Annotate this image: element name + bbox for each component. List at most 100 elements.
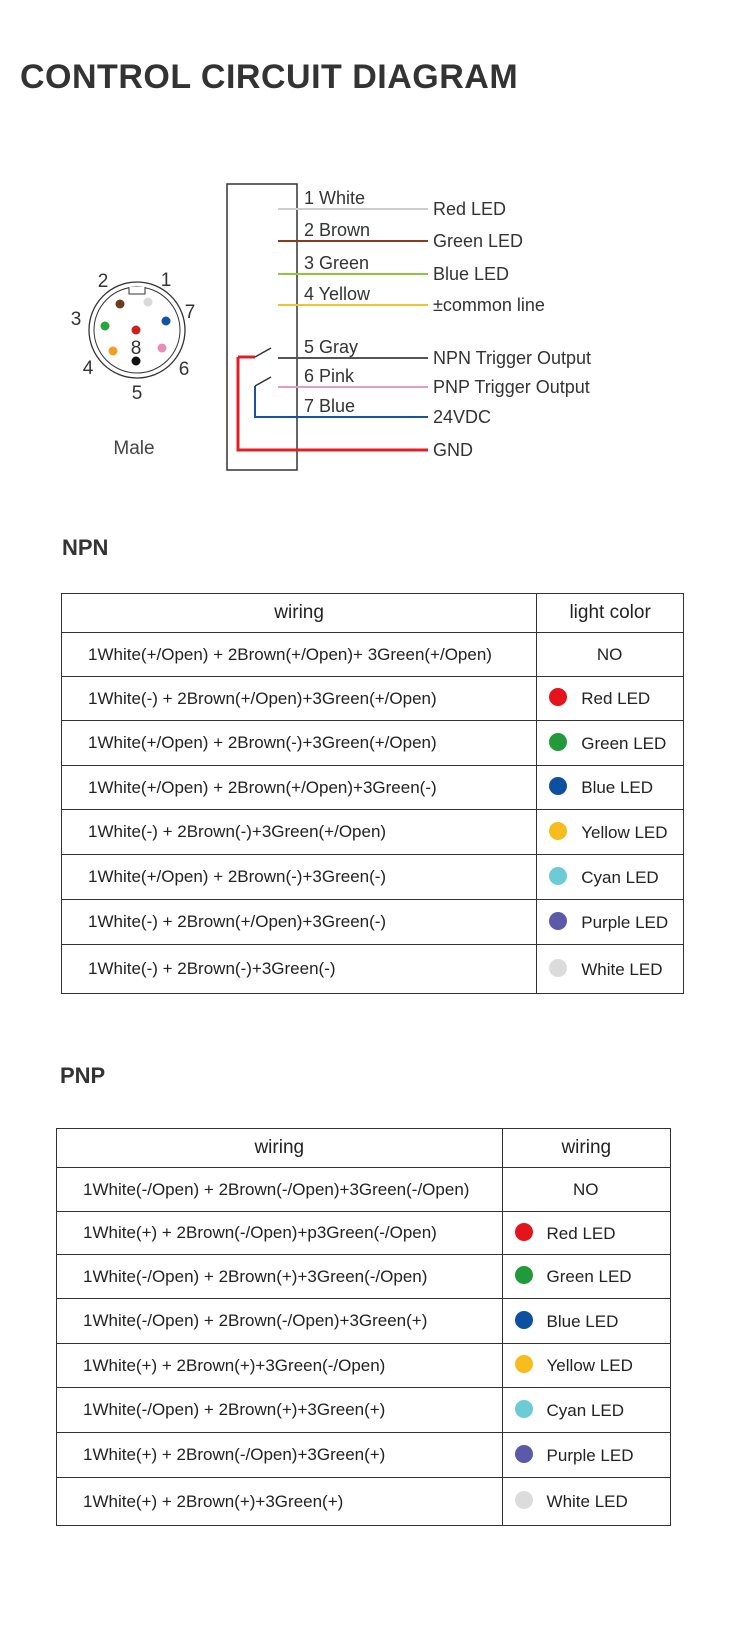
pnp-row: 1White(-/Open) + 2Brown(+)+3Green(-/Open… <box>56 1254 672 1299</box>
npn-row: 1White(-) + 2Brown(+/Open)+3Green(-) Purp… <box>60 899 684 945</box>
led-color-dot <box>549 821 568 840</box>
pnp-row-light-label: Green LED <box>546 1267 632 1286</box>
wire-7-name: 7 Blue <box>304 396 355 416</box>
pnp-row-wiring: 1White(-/Open) + 2Brown(+)+3Green(-/Open… <box>56 1254 503 1299</box>
pnp-row-light: Cyan LED <box>501 1387 672 1433</box>
pin-1-dot <box>143 297 153 307</box>
npn-row-light: Red LED <box>536 676 684 721</box>
wire-6-function: PNP Trigger Output <box>433 377 590 397</box>
pin-8-dot <box>131 325 141 335</box>
pnp-row-light-label: White LED <box>546 1492 628 1511</box>
pnp-row-wiring: 1White(+) + 2Brown(+)+3Green(-/Open) <box>56 1343 503 1388</box>
npn-row-light-label: Cyan LED <box>581 867 659 887</box>
pnp-row-light-label: Blue LED <box>546 1311 619 1331</box>
pnp-row: 1White(-/Open) + 2Brown(-/Open)+3Green(-… <box>56 1167 672 1212</box>
led-color-dot <box>549 777 568 795</box>
npn-row-light-label: Green LED <box>581 733 667 753</box>
npn-row: 1White(+/Open) + 2Brown(-)+3Green(+/Open… <box>60 720 684 766</box>
npn-wiring-table: wiring light color 1White(+/Open) + 2Bro… <box>60 593 684 994</box>
wire-4-function: ±common line <box>433 295 545 315</box>
pnp-row-light: Red LED <box>501 1211 672 1255</box>
pnp-row-wiring: 1White(-/Open) + 2Brown(-/Open)+3Green(-… <box>56 1167 503 1212</box>
wire-3-function: Blue LED <box>433 264 509 284</box>
wire-4-name: 4 Yellow <box>304 284 371 304</box>
pnp-row-light-label: Cyan LED <box>546 1400 625 1420</box>
led-color-dot <box>549 911 568 930</box>
npn-row: 1White(+/Open) + 2Brown(+/Open)+ 3Green(… <box>60 632 684 677</box>
pin-5-dot <box>131 356 141 366</box>
npn-row-light: Purple LED <box>536 899 684 945</box>
pnp-row-wiring: 1White(+) + 2Brown(-/Open)+3Green(+) <box>56 1432 503 1478</box>
npn-row-wiring: 1White(-) + 2Brown(-)+3Green(-) <box>60 944 538 994</box>
pin-6-dot <box>157 343 167 353</box>
pnp-header-wiring: wiring <box>56 1128 503 1168</box>
npn-row-light-label: NO <box>596 644 623 664</box>
pnp-row-light: Green LED <box>501 1254 672 1299</box>
pnp-row: 1White(+) + 2Brown(+)+3Green(+) White LED <box>56 1477 672 1526</box>
pin-3-label: 3 <box>71 309 82 330</box>
pin-2-label: 2 <box>98 271 109 292</box>
led-color-dot <box>549 688 568 706</box>
npn-row-light: Green LED <box>536 720 684 766</box>
npn-row-wiring: 1White(+/Open) + 2Brown(+/Open)+ 3Green(… <box>60 632 538 677</box>
npn-row-light-label: Purple LED <box>581 912 669 932</box>
led-color-dot <box>514 1399 533 1418</box>
npn-row-wiring: 1White(+/Open) + 2Brown(+/Open)+3Green(-… <box>60 765 538 810</box>
npn-row: 1White(-) + 2Brown(-)+3Green(+/Open)Yell… <box>60 809 684 855</box>
npn-header-wiring: wiring <box>60 593 538 633</box>
led-color-dot <box>514 1266 533 1284</box>
wire-5-function: NPN Trigger Output <box>433 348 591 368</box>
npn-row-wiring: 1White(-) + 2Brown(+/Open)+3Green(-) <box>60 899 538 945</box>
pin-6-label: 6 <box>179 359 190 380</box>
npn-row-wiring: 1White(-) + 2Brown(-)+3Green(+/Open) <box>60 809 538 855</box>
connector-label: Male <box>113 438 154 459</box>
npn-row-light: NO <box>536 632 684 677</box>
pnp-switch-contact <box>254 376 272 387</box>
pin-1-label: 1 <box>161 270 172 291</box>
npn-row-light: Cyan LED <box>536 854 684 900</box>
pnp-row: 1White(+) + 2Brown(+)+3Green(-/Open)Yell… <box>56 1343 672 1388</box>
wire-blue-line <box>254 386 428 418</box>
pnp-row-wiring: 1White(-/Open) + 2Brown(-/Open)+3Green(+… <box>56 1298 503 1344</box>
npn-row-light-label: Red LED <box>581 689 651 708</box>
npn-row: 1White(-) + 2Brown(+/Open)+3Green(+/Open… <box>60 676 684 721</box>
npn-row: 1White(-) + 2Brown(-)+3Green(-) White LED <box>60 944 684 994</box>
wire-6-name: 6 Pink <box>304 366 355 386</box>
npn-row-light-label: White LED <box>581 959 663 979</box>
pin-4-dot <box>108 346 118 356</box>
npn-row-light: White LED <box>536 944 684 994</box>
pin-5-label: 5 <box>132 383 143 404</box>
pnp-row-light-label: Purple LED <box>546 1445 634 1465</box>
terminal-box <box>226 183 298 471</box>
npn-section-title: NPN <box>62 535 109 560</box>
pin-7-label: 7 <box>185 302 196 323</box>
pnp-row-wiring: 1White(+) + 2Brown(-/Open)+p3Green(-/Ope… <box>56 1211 503 1255</box>
pnp-row-light: Yellow LED <box>501 1343 672 1388</box>
pnp-row: 1White(+) + 2Brown(-/Open)+p3Green(-/Ope… <box>56 1211 672 1255</box>
wire-8-function: GND <box>433 440 473 460</box>
pnp-header-light: wiring <box>501 1128 672 1168</box>
wire-1-function: Red LED <box>433 199 506 219</box>
pin-2-dot <box>115 299 125 309</box>
page-title: CONTROL CIRCUIT DIAGRAM <box>20 58 519 96</box>
wire-3-name: 3 Green <box>304 253 369 273</box>
pnp-row: 1White(-/Open) + 2Brown(-/Open)+3Green(+… <box>56 1298 672 1344</box>
pnp-row-light: Blue LED <box>501 1298 672 1344</box>
pnp-row-light-label: NO <box>573 1179 599 1199</box>
npn-row-wiring: 1White(-) + 2Brown(+/Open)+3Green(+/Open… <box>60 676 538 721</box>
pnp-row-wiring: 1White(+) + 2Brown(+)+3Green(+) <box>56 1477 503 1526</box>
npn-row-wiring: 1White(+/Open) + 2Brown(-)+3Green(-) <box>60 854 538 900</box>
npn-row: 1White(+/Open) + 2Brown(-)+3Green(-) Cyan… <box>60 854 684 900</box>
led-color-dot <box>514 1222 533 1241</box>
pnp-row: 1White(+) + 2Brown(-/Open)+3Green(+) Purp… <box>56 1432 672 1478</box>
pnp-row-light: NO <box>501 1167 672 1212</box>
pin-4-label: 4 <box>83 358 94 379</box>
npn-switch-contact <box>254 347 272 358</box>
wire-2-name: 2 Brown <box>304 220 370 240</box>
pnp-section-title: PNP <box>60 1063 106 1088</box>
led-color-dot <box>549 958 568 977</box>
npn-row-wiring: 1White(+/Open) + 2Brown(-)+3Green(+/Open… <box>60 720 538 766</box>
